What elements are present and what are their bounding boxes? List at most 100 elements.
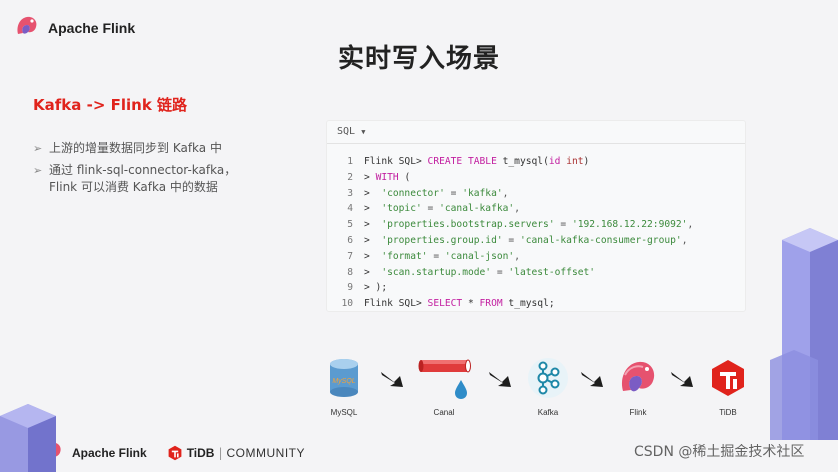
code-token: >	[364, 250, 382, 262]
code-line: 9 > );	[335, 280, 693, 296]
bullet-text: 通过 flink-sql-connector-kafka， Flink 可以消费…	[49, 163, 237, 194]
pipeline-diagram: MySQL MySQL Canal	[0, 356, 838, 426]
code-token: Flink SQL>	[364, 298, 428, 310]
community-wordmark: COMMUNITY	[226, 446, 306, 460]
code-token: Flink SQL>	[364, 156, 428, 167]
code-token: FROM	[479, 298, 503, 310]
code-token: CREATE TABLE	[427, 156, 497, 167]
code-token: 'canal-kafka'	[439, 203, 515, 215]
code-token: >	[364, 234, 382, 246]
node-label: Canal	[433, 408, 455, 417]
arrow-right-icon	[668, 368, 696, 394]
code-line: 2 > WITH (	[335, 170, 693, 186]
kafka-icon	[518, 356, 578, 400]
code-token: 'canal-kafka-consumer-group'	[519, 234, 682, 246]
code-token: >	[364, 171, 376, 183]
code-token: =	[491, 266, 509, 278]
code-token: >	[364, 203, 382, 215]
node-label: TiDB	[719, 408, 737, 417]
code-token: t_mysql;	[502, 298, 555, 310]
code-token: 'kafka'	[462, 187, 503, 199]
mysql-wordmark: MySQL	[332, 378, 355, 385]
line-number: 9	[347, 282, 353, 294]
code-token: =	[421, 203, 440, 215]
bullet-arrow-icon: ➢	[33, 142, 43, 155]
footer-brand: Apache Flink	[72, 446, 147, 460]
code-token: 'scan.startup.mode'	[381, 266, 492, 278]
code-token: =	[427, 250, 445, 262]
line-number: 6	[347, 234, 353, 246]
line-number: 4	[347, 203, 353, 215]
canal-pipe-icon	[414, 356, 474, 400]
code-token: ,	[514, 203, 520, 215]
code-token: int	[566, 156, 584, 167]
code-token: =	[554, 219, 572, 231]
code-token: (	[398, 171, 411, 183]
code-line: 4 > 'topic' = 'canal-kafka',	[335, 201, 693, 217]
code-line: 3 > 'connector' = 'kafka',	[335, 186, 693, 202]
slide-title: 实时写入场景	[337, 44, 500, 74]
code-token: =	[444, 187, 463, 199]
pipeline-node-mysql: MySQL MySQL	[314, 356, 374, 417]
bullet-item: ➢ 上游的增量数据同步到 Kafka 中	[33, 140, 293, 157]
code-token: WITH	[375, 171, 399, 183]
code-token: =	[502, 234, 520, 246]
pipeline-node-flink: Flink	[608, 356, 668, 417]
code-divider	[327, 143, 745, 144]
pipeline-node-kafka: Kafka	[518, 356, 578, 417]
code-line: 5> 'properties.bootstrap.servers' = '192…	[335, 217, 693, 233]
code-token: 'latest-offset'	[508, 266, 596, 278]
code-token: 'properties.bootstrap.servers'	[381, 219, 555, 231]
bullet-text: 上游的增量数据同步到 Kafka 中	[49, 141, 222, 155]
code-token: ,	[502, 187, 509, 199]
code-token: ,	[514, 250, 520, 262]
code-token: )	[583, 156, 590, 167]
code-token: ,	[687, 219, 694, 231]
deco-cubes-left	[0, 398, 70, 472]
bullet-list: ➢ 上游的增量数据同步到 Kafka 中 ➢ 通过 flink-sql-conn…	[33, 140, 293, 201]
code-token: ,	[681, 234, 688, 246]
code-line: 6 > 'properties.group.id' = 'canal-kafka-…	[335, 233, 693, 249]
node-label: Kafka	[537, 408, 559, 417]
arrow-right-icon	[378, 368, 406, 394]
section-heading: Kafka -> Flink 链路	[33, 96, 188, 114]
arrow-right-icon	[486, 368, 514, 394]
code-token: SELECT	[427, 298, 463, 310]
top-brand: Apache Flink	[14, 14, 135, 42]
tidb-icon	[698, 356, 758, 400]
line-number: 10	[341, 298, 353, 310]
pipeline-node-canal: Canal	[414, 356, 474, 417]
bullet-item: ➢ 通过 flink-sql-connector-kafka， Flink 可以…	[33, 162, 293, 196]
code-token: >	[364, 187, 382, 199]
code-token: '192.168.12.22:9092'	[571, 219, 688, 231]
code-token: *	[462, 298, 480, 310]
line-number: 7	[347, 250, 353, 262]
pipeline-node-tidb: TiDB	[698, 356, 758, 417]
code-token: 'properties.group.id'	[381, 234, 503, 246]
deco-cubes-right	[770, 210, 838, 444]
line-number: 2	[347, 171, 353, 183]
code-token: 'canal-json'	[444, 250, 515, 262]
code-line: 10 Flink SQL> SELECT * FROM t_mysql;	[335, 296, 693, 312]
footer: Apache Flink TiDB | COMMUNITY	[40, 440, 305, 466]
line-number: 3	[347, 187, 353, 199]
line-number: 1	[347, 156, 353, 167]
language-selector[interactable]: SQL ▼	[337, 126, 366, 137]
language-label: SQL	[337, 126, 356, 137]
flink-squirrel-icon	[608, 356, 668, 400]
tidb-icon	[168, 445, 182, 461]
code-token: id	[548, 156, 561, 167]
code-token: 'topic'	[381, 203, 422, 215]
caret-down-icon: ▼	[357, 128, 366, 136]
code-token: >	[364, 219, 382, 231]
tidb-wordmark: TiDB	[186, 446, 215, 460]
bullet-arrow-icon: ➢	[33, 164, 43, 177]
brand-name: Apache Flink	[48, 20, 136, 36]
code-line: 8> 'scan.startup.mode' = 'latest-offset'	[335, 265, 693, 281]
code-token: > );	[364, 282, 388, 294]
code-token: 'connector'	[381, 187, 445, 199]
node-label: Flink	[629, 408, 647, 417]
